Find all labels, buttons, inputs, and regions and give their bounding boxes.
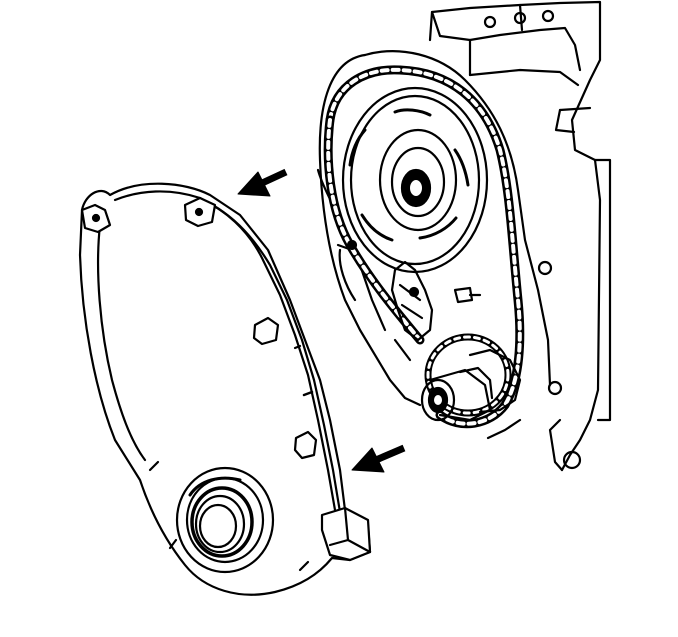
upper-removal-arrow bbox=[237, 168, 288, 197]
crankshaft-seal bbox=[175, 466, 275, 574]
timing-chain bbox=[323, 65, 525, 429]
engine-block bbox=[428, 0, 612, 472]
camshaft-sprocket bbox=[341, 86, 489, 274]
crankshaft-nose bbox=[420, 366, 494, 422]
crankshaft-sprocket bbox=[424, 333, 522, 417]
chain-tensioner bbox=[390, 260, 482, 362]
lower-removal-arrow bbox=[351, 444, 406, 473]
timing-cover bbox=[78, 182, 372, 596]
